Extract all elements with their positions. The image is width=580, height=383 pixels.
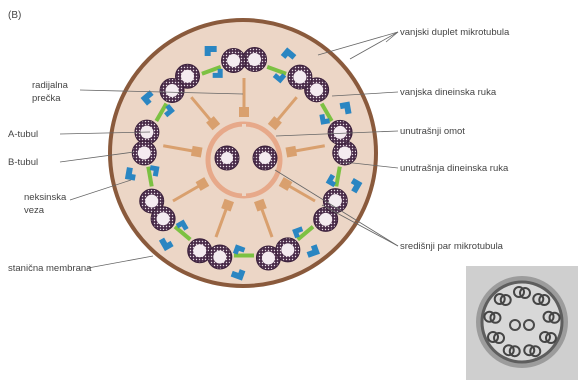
- spoke-head: [285, 146, 297, 158]
- panel-label: (B): [8, 10, 21, 21]
- label-inner-dynein: unutrašnja dineinska ruka: [400, 163, 509, 174]
- label-cell-membrane: stanična membrana: [8, 263, 92, 274]
- label-central-pair: središnji par mikrotubula: [400, 241, 504, 252]
- label-nexin-line1: neksinska: [24, 192, 67, 203]
- spoke-head: [239, 107, 249, 117]
- label-a-tubule: A-tubul: [8, 129, 38, 140]
- label-outer-dynein: vanjska dineinska ruka: [400, 87, 497, 98]
- label-radial-spoke-line2: prečka: [32, 93, 61, 104]
- label-inner-sheath: unutrašnji omot: [400, 126, 465, 137]
- spoke-head: [191, 146, 203, 158]
- label-outer-doublet: vanjski duplet mikrotubula: [400, 27, 510, 38]
- micrograph-icon: [466, 266, 578, 380]
- label-nexin-line2: veza: [24, 205, 45, 216]
- label-b-tubule: B-tubul: [8, 157, 38, 168]
- label-radial-spoke-line1: radijalna: [32, 80, 69, 91]
